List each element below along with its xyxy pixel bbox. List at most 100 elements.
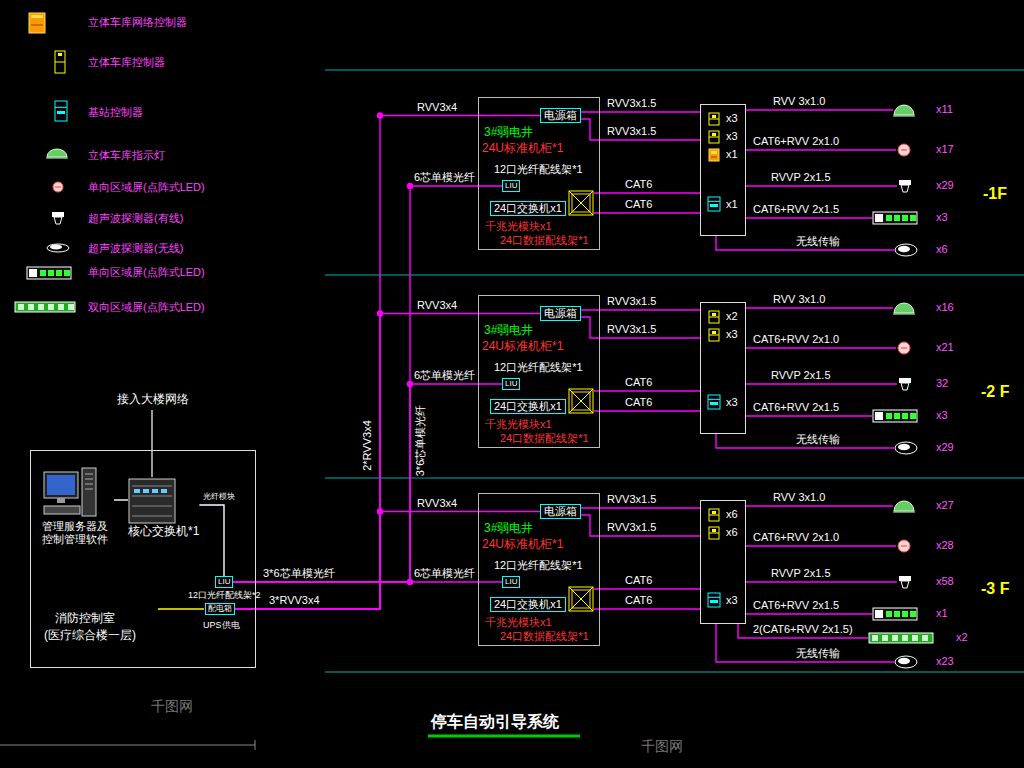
server-computer: 管理服务器及控制管理软件 <box>42 466 114 546</box>
cable-label: RVV 3x1.0 <box>772 293 826 306</box>
cable-line <box>233 384 502 582</box>
floor-label: -1F <box>982 185 1008 203</box>
power-box: 电源箱 <box>540 306 581 321</box>
fiber-patch-box: 12口光纤配线架*1LIU <box>502 576 520 588</box>
cable-line <box>746 613 872 614</box>
ctrl-icon <box>708 328 720 342</box>
cable-line <box>594 192 700 193</box>
dome-icon <box>893 498 915 514</box>
cable-line <box>716 624 894 662</box>
lamp-icon <box>50 180 66 194</box>
distribution-label: 配电箱 <box>208 604 232 614</box>
device-icon: x16 <box>893 300 915 316</box>
device-count: x16 <box>936 301 954 314</box>
shaft-name: 3#弱电井 <box>484 521 533 535</box>
sonic-icon <box>50 210 66 226</box>
cable-label: CAT6+RVV 2x1.0 <box>752 333 840 346</box>
ups-label: UPS供电 <box>203 620 240 631</box>
cable-line <box>746 581 897 582</box>
liu-label: LIU <box>218 577 230 587</box>
cable-line <box>746 185 897 186</box>
device-count: x6 <box>936 243 948 256</box>
wireless-icon <box>894 440 918 456</box>
cable-line <box>594 608 700 609</box>
cable-line <box>746 217 872 218</box>
cable-label: RVV3x1.5 <box>606 125 657 138</box>
module-note: 光纤模块 <box>202 492 236 502</box>
device-count: x29 <box>936 441 954 454</box>
base-icon <box>707 196 721 212</box>
controller-count: x3 <box>726 594 738 607</box>
power-box-label: 电源箱 <box>544 109 577 122</box>
cable-label: RVVP 2x1.5 <box>770 171 832 184</box>
device-count: 32 <box>936 377 948 390</box>
patch-module: 24口数据配线架*1 <box>568 586 594 612</box>
xbox-icon <box>568 190 594 216</box>
device-icon: x29 <box>897 178 913 194</box>
cable-line <box>594 212 700 213</box>
dome-icon <box>893 300 915 316</box>
switch-box: 24口交换机x1 <box>490 597 566 612</box>
cable-line <box>594 588 700 589</box>
cable-label: CAT6+RVV 2x1.5 <box>752 599 840 612</box>
patch-panel-label: 12口光纤配线架*1 <box>494 163 583 176</box>
legend-text: 双向区域屏(点阵式LED) <box>88 301 205 314</box>
patch-label: 24口数据配线架*1 <box>500 630 589 643</box>
fiber-patch-box: 12口光纤配线架*1LIU <box>502 378 520 390</box>
cable-label: RVV 3x1.0 <box>772 95 826 108</box>
cabinet-spec: 24U标准机柜*1 <box>482 141 563 155</box>
cable-label: 6芯单模光纤 <box>413 567 476 580</box>
patch-panel-label: 12口光纤配线架*1 <box>494 361 583 374</box>
device-icon: x21 <box>896 340 912 356</box>
device-icon: x2 <box>868 630 934 646</box>
shaft-name: 3#弱电井 <box>484 125 533 139</box>
screen2-icon <box>868 630 934 646</box>
frame-line <box>0 745 255 746</box>
cable-label: CAT6 <box>624 178 653 191</box>
cable-label: 无线传输 <box>795 235 841 248</box>
cable-line <box>716 236 894 250</box>
cable-label: RVV3x1.5 <box>606 493 657 506</box>
cable-line <box>199 505 224 576</box>
ctrl-icon <box>708 310 720 324</box>
device-count: x28 <box>936 539 954 552</box>
cable-label: CAT6 <box>624 396 653 409</box>
screen1-icon <box>26 266 72 280</box>
power-feed-line <box>158 608 204 609</box>
device-icon: 32 <box>897 376 913 392</box>
device-icon: x3 <box>872 408 918 424</box>
cable-line <box>581 507 700 508</box>
cable-label: 无线传输 <box>795 433 841 446</box>
cable-line <box>746 415 872 416</box>
controller-cabinet: x2x3x3 <box>700 302 746 434</box>
control-room: 消防控制室(医疗综合楼一层)管理服务器及控制管理软件核心交换机*1LIU12口光… <box>30 450 256 668</box>
ctrl-icon <box>54 50 66 74</box>
trunk-label: 3*6芯单模光纤 <box>414 403 427 477</box>
base-icon <box>707 592 721 608</box>
cable-line <box>581 309 700 310</box>
wireless-icon <box>894 654 918 670</box>
lamp-icon <box>896 538 912 554</box>
controller-count: x6 <box>726 508 738 521</box>
device-count: x58 <box>936 575 954 588</box>
device-count: x3 <box>936 409 948 422</box>
cable-label: RVVP 2x1.5 <box>770 369 832 382</box>
cable-label: RVV3x1.5 <box>606 323 657 336</box>
liu-label: LIU <box>505 379 517 389</box>
netctrl-icon <box>708 148 720 162</box>
switch-label: 24口交换机x1 <box>494 598 562 611</box>
cable-label: RVVP 2x1.5 <box>770 567 832 580</box>
floor-label: -2 F <box>980 383 1010 401</box>
cable-line <box>581 515 700 536</box>
xbox-icon <box>568 586 594 612</box>
cable-label: CAT6 <box>624 594 653 607</box>
base-icon <box>707 394 721 410</box>
patch-module: 24口数据配线架*1 <box>568 190 594 216</box>
cable-line <box>233 186 502 582</box>
device-icon: x27 <box>893 498 915 514</box>
room-location: (医疗综合楼一层) <box>44 628 136 642</box>
device-icon: x1 <box>872 606 918 622</box>
dome-icon <box>893 102 915 118</box>
device-icon: x23 <box>894 654 918 670</box>
core-switch: 核心交换机*1 <box>128 478 199 539</box>
